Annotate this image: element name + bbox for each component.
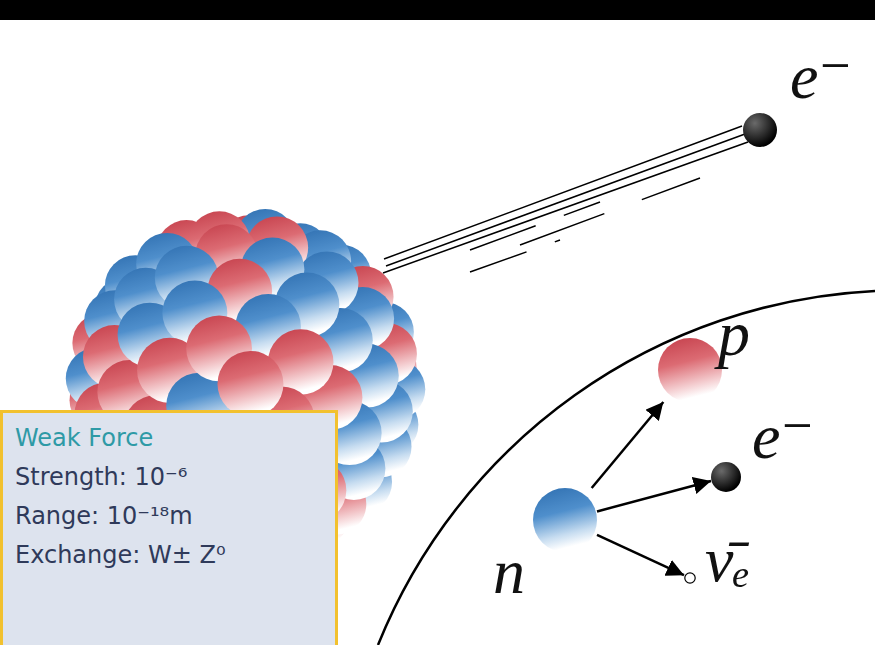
- particle-label: p: [718, 302, 750, 366]
- particle-shape: [743, 113, 777, 147]
- property-line: Range: 10⁻¹⁸m: [15, 497, 323, 536]
- particle-shape: [658, 338, 722, 402]
- electron-particle: e⁻: [743, 113, 777, 147]
- particle-shape: [711, 462, 741, 492]
- particle-sphere: [658, 338, 722, 402]
- decay-arrow: [597, 535, 684, 575]
- particle-shape: [684, 572, 696, 584]
- property-line: Exchange: W± Z⁰: [15, 536, 323, 575]
- particle-sphere: [533, 488, 597, 552]
- proton-particle: p: [658, 338, 722, 402]
- particle-sphere: [711, 462, 741, 492]
- info-box: Weak ForceStrength: 10⁻⁶Range: 10⁻¹⁸mExc…: [0, 410, 338, 645]
- property-line: Strength: 10⁻⁶: [15, 458, 323, 497]
- box-heading: Weak Force: [15, 419, 323, 458]
- particle-label: n: [493, 540, 525, 604]
- particle-shape: [533, 488, 597, 552]
- particle-label: e⁻: [790, 45, 852, 109]
- motion-lines: [383, 126, 748, 273]
- zoom-boundary: [378, 291, 875, 645]
- decay-arrow: [592, 402, 664, 488]
- electron-particle: e⁻: [711, 462, 741, 492]
- nucleon: [217, 351, 283, 417]
- antineutrino-particle: ν̄ₑ: [684, 572, 696, 584]
- neutron-particle: n: [533, 488, 597, 552]
- particle-label: ν̄ₑ: [705, 528, 750, 592]
- decay-arrow: [597, 481, 711, 511]
- particle-sphere: [743, 113, 777, 147]
- top-bar: [0, 0, 875, 20]
- particle-sphere: [685, 573, 695, 583]
- particle-label: e⁻: [752, 405, 814, 469]
